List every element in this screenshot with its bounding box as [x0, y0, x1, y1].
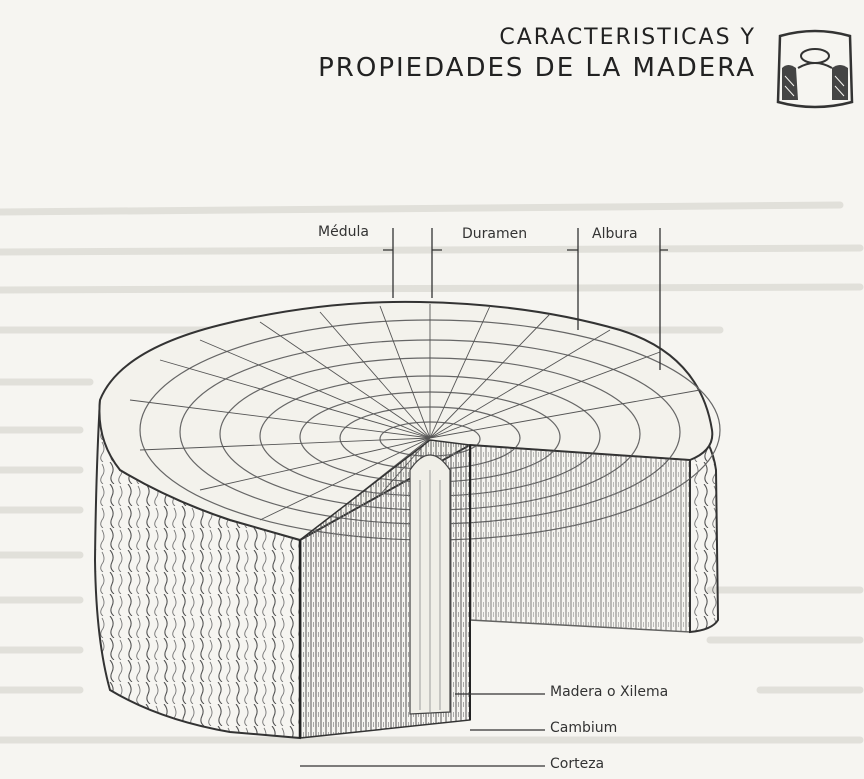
label-corteza: Corteza: [550, 756, 604, 772]
label-duramen: Duramen: [462, 226, 527, 242]
label-albura: Albura: [592, 226, 638, 242]
label-xilema: Madera o Xilema: [550, 684, 668, 700]
label-medula: Médula: [318, 224, 369, 240]
cutaway-back-wall: [470, 445, 690, 632]
label-cambium: Cambium: [550, 720, 617, 736]
